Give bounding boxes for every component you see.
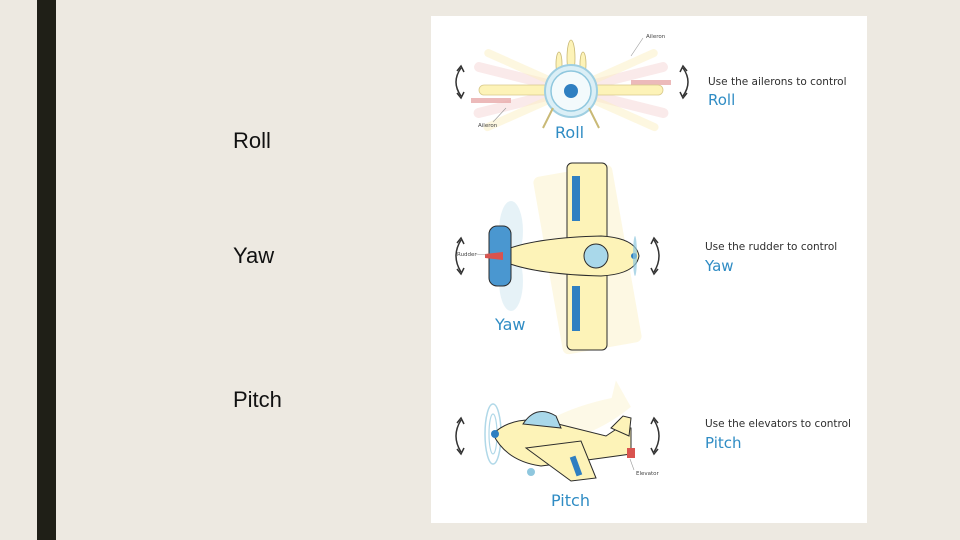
yaw-rotation-arrows — [455, 236, 660, 276]
aileron-label-bottom: Aileron — [478, 123, 498, 129]
roll-airplane-front-view — [471, 39, 671, 132]
rudder-label: Rudder — [457, 252, 477, 258]
pitch-airplane-side-view — [484, 380, 635, 482]
yaw-instruction-line2: Yaw — [704, 257, 734, 275]
roll-title: Roll — [555, 123, 584, 142]
yaw-instruction-line1: Use the rudder to control — [705, 241, 837, 253]
flight-controls-figure: Aileron Aileron Roll Use the ailerons to… — [431, 16, 867, 523]
roll-instruction-line1: Use the ailerons to control — [708, 76, 847, 88]
bullet-pitch: Pitch — [233, 387, 282, 412]
pitch-rotation-arrows — [455, 416, 660, 456]
elevator-label: Elevator — [636, 471, 660, 477]
roll-rotation-arrows — [455, 64, 689, 100]
roll-instruction-line2: Roll — [708, 91, 735, 109]
left-accent-bar — [37, 0, 56, 540]
bullet-yaw: Yaw — [233, 243, 275, 268]
yaw-airplane-top-view — [485, 162, 642, 355]
pitch-instruction-line1: Use the elevators to control — [705, 418, 851, 430]
bullet-roll: Roll — [233, 128, 271, 153]
aileron-label-top: Aileron — [646, 34, 666, 40]
pitch-instruction-line2: Pitch — [705, 434, 742, 452]
pitch-title: Pitch — [551, 491, 590, 510]
yaw-title: Yaw — [494, 315, 525, 334]
